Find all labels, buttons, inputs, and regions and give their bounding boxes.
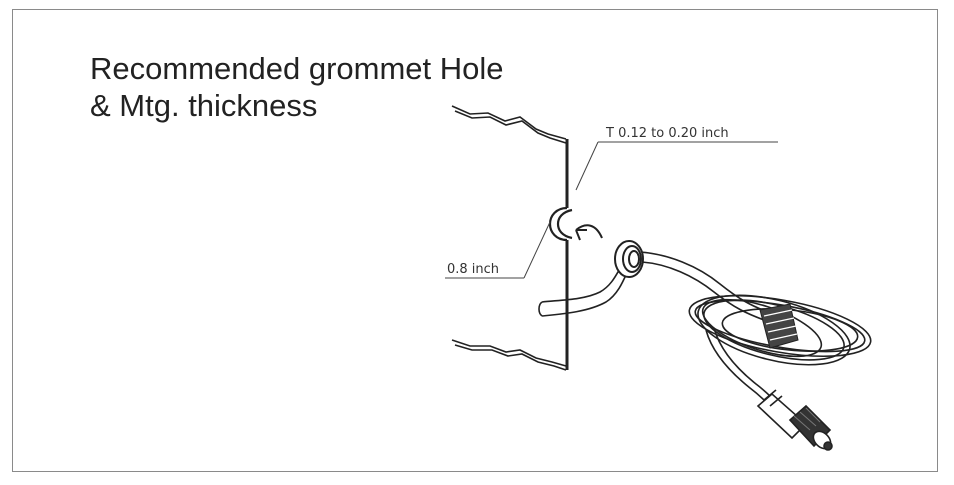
hole-diameter-label: 0.8 inch [447, 262, 499, 277]
cable [538, 251, 872, 403]
panel-bottom-edge [451, 339, 567, 367]
cigarette-lighter-plug-icon [756, 389, 833, 451]
grommet-hole-section [548, 206, 573, 242]
hole-diameter-callout [445, 221, 551, 279]
thickness-callout [575, 141, 778, 191]
diagram-title: Recommended grommet Hole & Mtg. thicknes… [90, 50, 504, 124]
thickness-label: T 0.12 to 0.20 inch [605, 126, 729, 141]
panel-top-edge-2 [454, 110, 567, 144]
diagram-frame [12, 9, 938, 472]
grommet-icon [614, 240, 644, 278]
cable-tie [759, 303, 799, 349]
title-line-1: Recommended grommet Hole [90, 51, 504, 86]
panel-bottom-edge-2 [454, 344, 567, 371]
mounting-panel [451, 105, 569, 371]
title-line-2: & Mtg. thickness [90, 88, 318, 123]
panel-top-edge [451, 105, 567, 140]
insertion-arrow [575, 224, 603, 241]
